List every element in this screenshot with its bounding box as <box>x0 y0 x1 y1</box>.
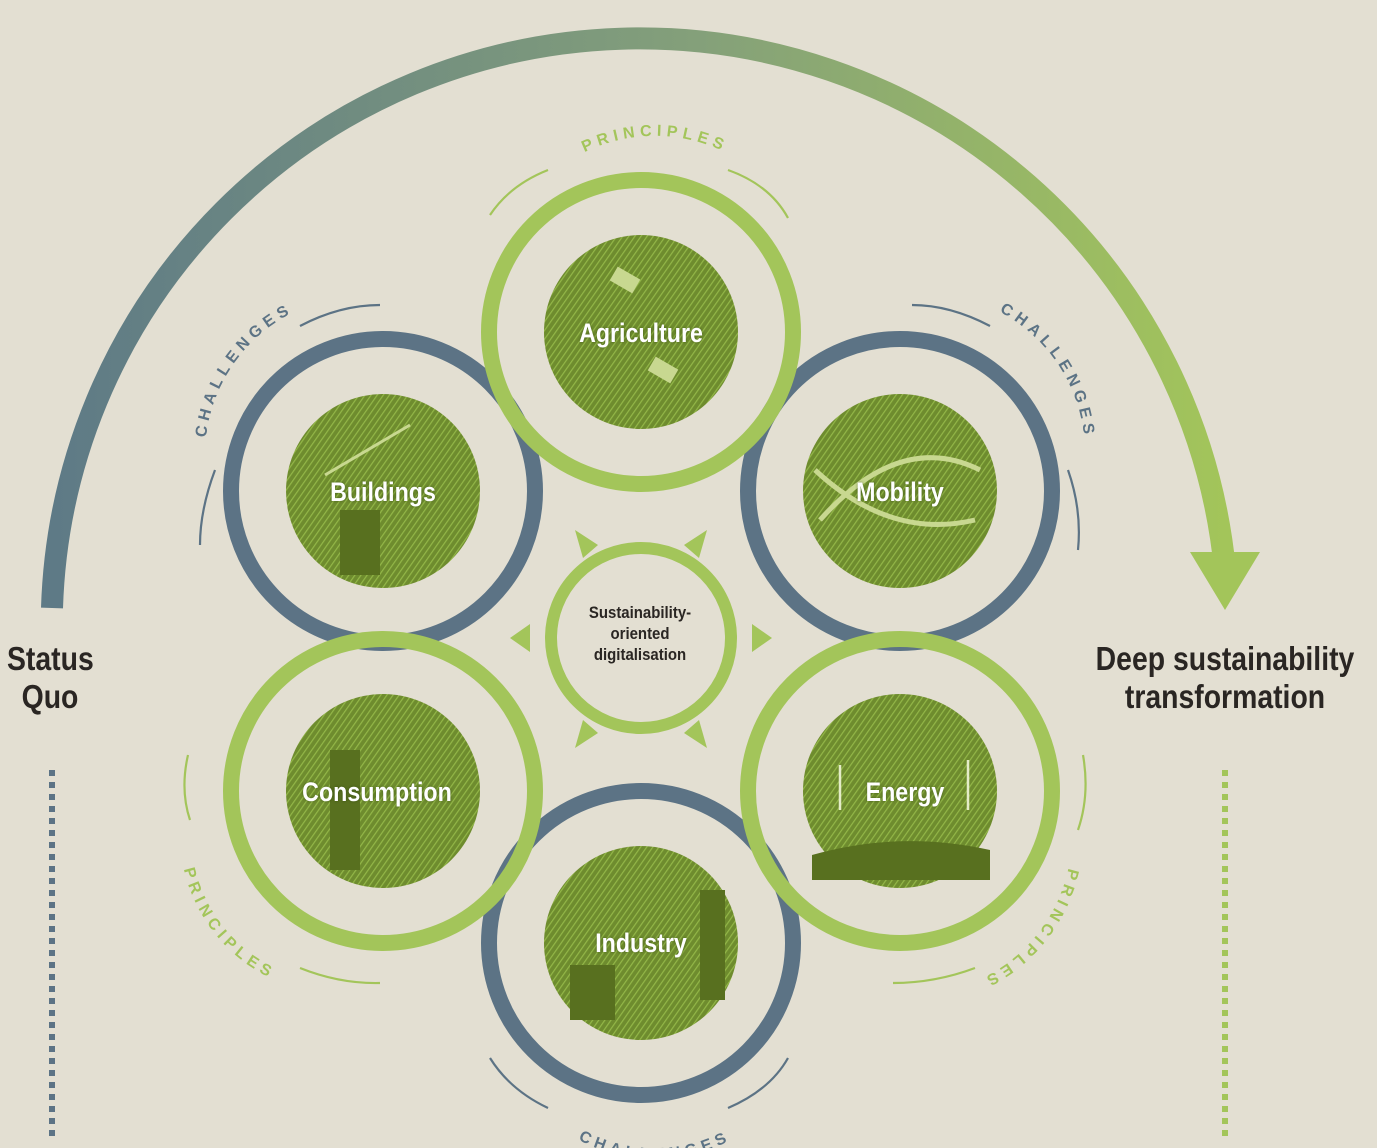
center-arrow-down-left <box>575 720 598 748</box>
principles-bl-arrow <box>183 754 192 821</box>
center-arrow-up-left <box>575 530 598 558</box>
principles-br-arrow <box>1076 754 1087 831</box>
center-cycle-arrows <box>510 530 772 748</box>
principles-label-top: PRINCIPLES <box>579 123 731 156</box>
sector-label-mobility: Mobility <box>856 477 944 507</box>
sector-image-buildings <box>286 394 480 588</box>
center-cycle-ring <box>545 542 737 734</box>
principles-label-bottom-right: PRINCIPLES <box>979 867 1081 990</box>
principles-top-arrow-left <box>489 168 549 216</box>
ring-consumption <box>223 631 543 951</box>
principles-br-arrow-2 <box>892 966 976 985</box>
sector-image-energy <box>803 694 997 888</box>
sector-label-buildings: Buildings <box>330 477 436 507</box>
challenges-tr-arrow <box>911 303 991 327</box>
challenges-tr-arrow-2 <box>1066 469 1080 551</box>
challenges-tl-arrow <box>299 303 381 327</box>
sector-label-industry: Industry <box>595 928 687 958</box>
transformation-arc <box>41 27 1236 609</box>
center-arrow-right <box>752 624 772 652</box>
challenges-bottom-arrow-left <box>489 1057 549 1109</box>
principles-bl-arrow-2 <box>299 966 381 985</box>
sector-label-energy: Energy <box>865 777 945 807</box>
transformation-arrowhead <box>1190 552 1260 610</box>
status-quo-label: Status Quo <box>7 640 94 715</box>
challenges-label-top-right: CHALLENGES <box>997 300 1097 440</box>
ring-industry <box>481 783 801 1103</box>
center-label: Sustainability-oriented digitalisation <box>588 603 692 664</box>
sector-image-mobility <box>803 394 997 588</box>
ring-energy <box>740 631 1060 951</box>
ring-agriculture <box>481 172 801 492</box>
sector-image-industry <box>544 846 738 1040</box>
center-arrow-down-right <box>684 720 707 748</box>
center-arrow-left <box>510 624 530 652</box>
deep-transformation-label: Deep sustainability transformation <box>1095 640 1355 715</box>
principles-top-arrow-right <box>727 168 789 219</box>
sector-image-consumption <box>286 694 480 888</box>
sector-image-agriculture <box>544 235 738 429</box>
challenges-tl-arrow-2 <box>198 469 217 546</box>
challenges-bottom-arrow-right <box>727 1057 789 1110</box>
sector-label-consumption: Consumption <box>302 777 452 807</box>
sector-label-agriculture: Agriculture <box>579 318 703 348</box>
center-arrow-up-right <box>684 530 707 558</box>
challenges-label-bottom: CHALLENGES <box>576 1128 734 1148</box>
